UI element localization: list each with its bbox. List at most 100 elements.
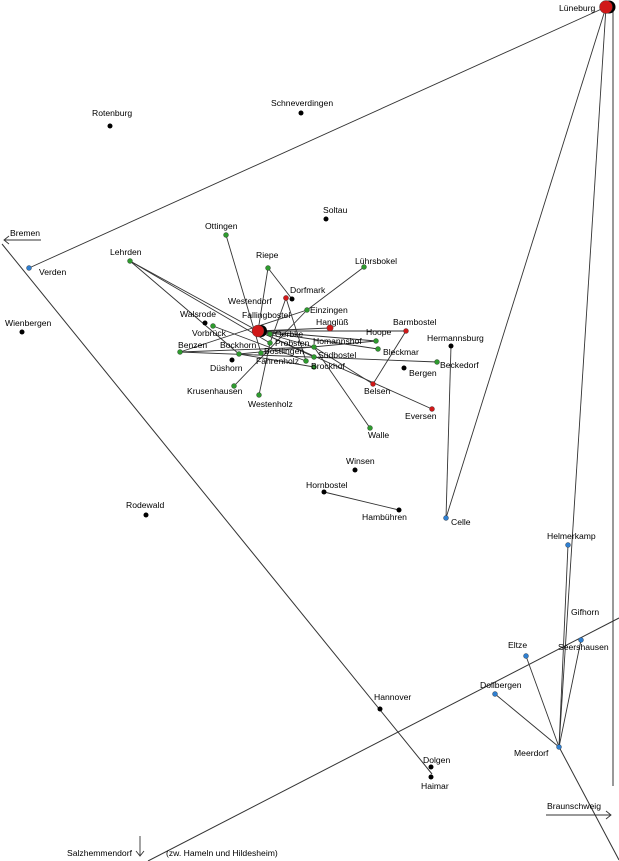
label-verden: Verden	[39, 267, 66, 277]
label-fallingbostel: Fallingbostel	[242, 310, 290, 320]
label-rotenburg: Rotenburg	[92, 108, 132, 118]
marker-ottingen	[223, 232, 229, 238]
label-oerbke: Oerbke	[275, 329, 303, 339]
label-meerdorf: Meerdorf	[514, 748, 549, 758]
label-fahrenholz: Fahrenholz	[256, 356, 299, 366]
connection-fallingbostel-bleckmar	[257, 330, 379, 350]
connection-helmerkamp-meerdorf	[558, 544, 569, 748]
direction-markers: Bremen Braunschweig Salzhemmendorf (zw. …	[3, 228, 612, 858]
label-dorfmark: Dorfmark	[290, 285, 326, 295]
direction-hameln-note: (zw. Hameln und Hildesheim)	[166, 848, 278, 858]
marker-bockhorn	[236, 351, 242, 357]
marker-soltau	[323, 216, 329, 222]
label-winsen: Winsen	[346, 456, 375, 466]
label-helmerkamp: Helmerkamp	[547, 531, 596, 541]
connection-vorbrueck-fahrenholz	[212, 325, 307, 362]
label-eltze: Eltze	[508, 640, 527, 650]
connection-luehrsbokel-einzingen	[306, 266, 365, 311]
label-haimar: Haimar	[421, 781, 449, 791]
marker-suedbostel	[311, 354, 317, 360]
label-bergen: Bergen	[409, 368, 437, 378]
marker-westendorf	[283, 295, 289, 301]
marker-lueneburg	[599, 0, 613, 14]
marker-dolgen	[428, 764, 434, 770]
marker-dollbergen	[492, 691, 498, 697]
marker-belsen	[370, 381, 376, 387]
label-einzingen: Einzingen	[310, 305, 348, 315]
marker-rodewald	[143, 512, 149, 518]
label-ottingen: Ottingen	[205, 221, 238, 231]
marker-hornbostel	[321, 489, 327, 495]
marker-hannover	[377, 706, 383, 712]
label-hambuehren: Hambühren	[362, 512, 407, 522]
marker-celle	[443, 515, 449, 521]
label-suedbostel: Südbostel	[318, 350, 356, 360]
marker-brockhof	[311, 364, 317, 370]
direction-bremen-arrowhead	[3, 235, 10, 245]
route-line-3	[147, 617, 619, 861]
label-dolgen: Dolgen	[423, 755, 450, 765]
label-hoope: Hoope	[366, 327, 392, 337]
marker-bleckmar	[375, 346, 381, 352]
marker-verden	[26, 265, 32, 271]
direction-braunschweig-arrowhead	[605, 810, 612, 820]
place-labels: LüneburgRotenburgSchneverdingenSoltauVer…	[5, 3, 609, 791]
route-line-2	[1, 243, 433, 775]
marker-vorbrueck	[210, 323, 216, 329]
label-soltau: Soltau	[323, 205, 348, 215]
label-krusenhausen: Krusenhausen	[187, 386, 243, 396]
label-barmbostel: Barmbostel	[393, 317, 437, 327]
place-markers	[19, 0, 616, 780]
label-walsrode: Walsrode	[180, 309, 216, 319]
marker-westenholz	[256, 392, 262, 398]
label-bostlingen: Bostlingen	[264, 346, 304, 356]
marker-winsen	[352, 467, 358, 473]
marker-duesborn	[229, 357, 235, 363]
marker-haimar	[428, 774, 434, 780]
marker-oerbke	[267, 331, 273, 337]
connection-lines	[1, 6, 619, 861]
connection-riepe-dorfmark	[267, 267, 293, 300]
label-hornbostel: Hornbostel	[306, 480, 348, 490]
label-westendorf: Westendorf	[228, 296, 272, 306]
label-eversen: Eversen	[405, 411, 437, 421]
label-westenholz: Westenholz	[248, 399, 293, 409]
marker-hangluess	[326, 324, 334, 332]
direction-bremen-label: Bremen	[10, 228, 40, 238]
marker-krusenhausen	[231, 383, 237, 389]
connection-einzingen-benzen	[179, 309, 308, 353]
route-line-4	[557, 744, 619, 861]
label-brockhof: Brockhof	[311, 361, 346, 371]
label-duesborn: Düshorn	[210, 363, 243, 373]
label-beckedorf: Beckedorf	[440, 360, 479, 370]
marker-eversen	[429, 406, 435, 412]
label-belsen: Belsen	[364, 386, 390, 396]
marker-lehrden	[127, 258, 133, 264]
marker-schneverdingen	[298, 110, 304, 116]
connection-barmbostel-belsen	[372, 330, 407, 385]
connection-dollbergen-meerdorf	[494, 693, 560, 748]
marker-probsten	[267, 340, 273, 346]
connection-benzen-beckedorf	[179, 351, 438, 363]
direction-salzhemmendorf-arrowhead	[135, 850, 145, 857]
label-celle: Celle	[451, 517, 471, 527]
connection-lehrden-probsten	[129, 260, 271, 344]
connection-hermannsburg-celle	[445, 345, 452, 519]
direction-salzhemmendorf-label: Salzhemmendorf	[67, 848, 133, 858]
connection-lueneburg-celle	[445, 6, 607, 519]
label-rodewald: Rodewald	[126, 500, 164, 510]
label-schneverdingen: Schneverdingen	[271, 98, 333, 108]
marker-meerdorf	[556, 744, 562, 750]
label-luehrsbokel: Lührsbokel	[355, 256, 397, 266]
label-bockhorn: Bockhorn	[220, 340, 257, 350]
label-hangluess: Hanglüß	[316, 317, 348, 327]
marker-fahrenholz	[303, 358, 309, 364]
connection-fallingbostel-hangluess	[257, 327, 331, 332]
label-hermannsburg: Hermannsburg	[427, 333, 484, 343]
connection-seershausen-meerdorf	[558, 639, 582, 748]
connection-homannshof-belsen	[313, 346, 374, 385]
label-benzen: Benzen	[178, 340, 207, 350]
label-probsten: Probsten	[275, 338, 310, 348]
connection-benzen-homannshof	[179, 346, 315, 353]
marker-beckedorf	[434, 359, 440, 365]
